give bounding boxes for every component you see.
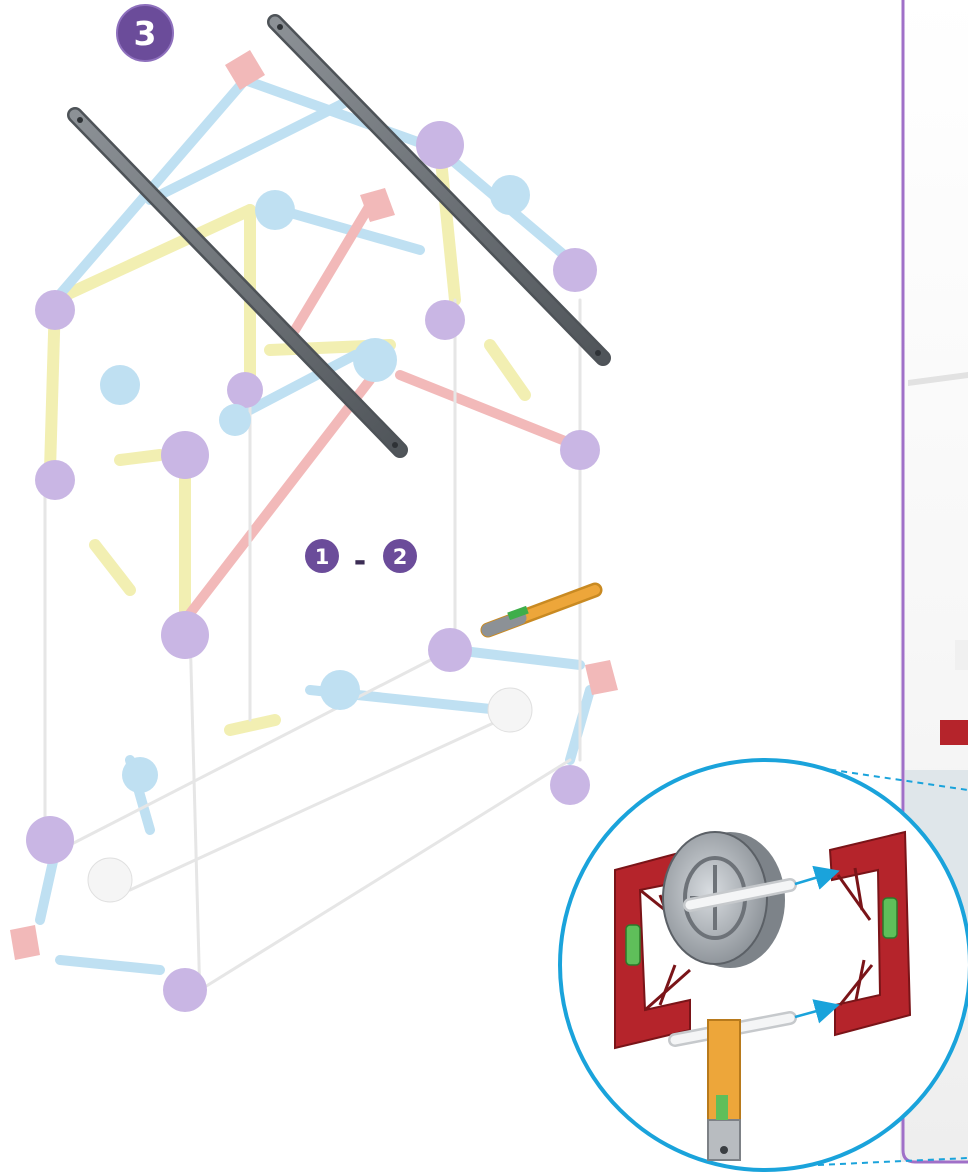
range-to: 2 [393,545,408,569]
faded-structure [10,50,618,1012]
range-from: 1 [315,545,330,569]
step-number: 3 [134,14,157,53]
parts-range: 1 - 2 [305,539,417,579]
detail-callout [560,760,968,1170]
range-separator: - [354,544,366,579]
orange-rod [708,1020,740,1160]
photo-red-part [940,720,968,745]
step-number-badge: 3 [117,5,173,61]
